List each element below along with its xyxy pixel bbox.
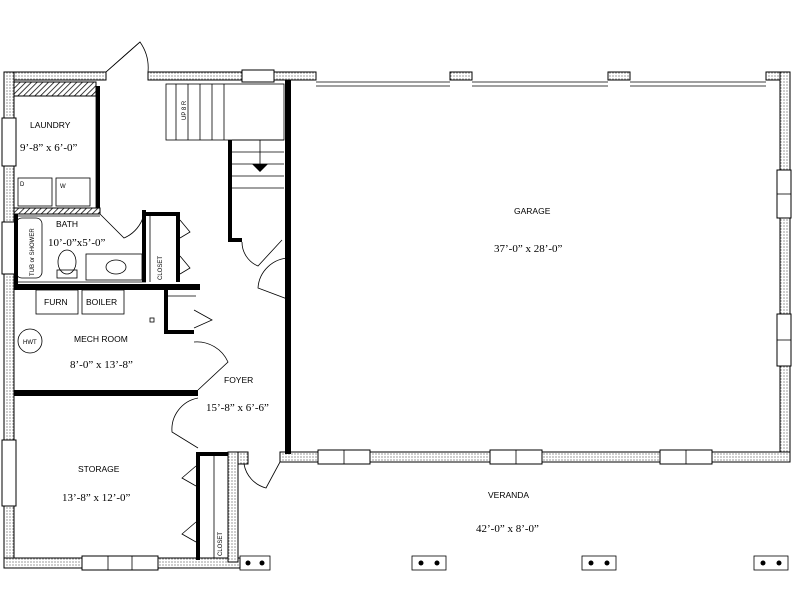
storage-dims: 13’-8” x 12’-0”: [62, 492, 131, 504]
veranda-post: [753, 555, 789, 571]
tub-label: TUB or SHOWER: [30, 228, 36, 276]
bath-room: TUB or SHOWER BATH 10’-0”x5’-0”: [14, 210, 146, 284]
storage-name: STORAGE: [78, 464, 120, 474]
mech-name: MECH ROOM: [74, 334, 128, 344]
garage-dims: 37’-0” x 28’-0”: [494, 243, 563, 255]
washer-label: W: [60, 184, 66, 190]
veranda-name: VERANDA: [488, 490, 529, 500]
foyer: FOYER 15’-8” x 6’-6”: [206, 375, 281, 489]
veranda-dims: 42’-0” x 8’-0”: [476, 523, 539, 535]
bath-name: BATH: [56, 219, 78, 229]
veranda-post: [411, 555, 447, 571]
laundry-name: LAUNDRY: [30, 120, 71, 130]
mech-dims: 8’-0” x 13’-8”: [70, 359, 133, 371]
stair-label: UP 8 R: [182, 100, 188, 120]
dryer-label: D: [20, 182, 25, 188]
closet-lower-label: CLOSET: [218, 532, 224, 556]
garage-wall: [285, 80, 291, 454]
mech-room: FURN BOILER HWT MECH ROOM 8’-0” x 13’-8”: [14, 284, 229, 396]
veranda-post: [581, 555, 617, 571]
foyer-name: FOYER: [224, 375, 253, 385]
laundry-dims: 9’-8” x 6’-0”: [20, 142, 78, 154]
garage: GARAGE 37’-0” x 28’-0”: [494, 206, 563, 255]
garage-name: GARAGE: [514, 206, 551, 216]
hwt-label: HWT: [23, 340, 37, 346]
boiler-label: BOILER: [86, 297, 117, 307]
veranda-post: [239, 555, 271, 571]
laundry-room: D W LAUNDRY 9’-8” x 6’-0”: [13, 81, 101, 215]
closet-upper: CLOSET: [146, 212, 191, 282]
bath-dims: 10’-0”x5’-0”: [48, 237, 106, 249]
veranda: VERANDA 42’-0” x 8’-0”: [239, 490, 789, 571]
closet-upper-label: CLOSET: [158, 256, 164, 280]
storage-room: CLOSET STORAGE 13’-8” x 12’-0”: [62, 397, 228, 560]
furn-label: FURN: [44, 297, 68, 307]
stairs: UP 8 R: [165, 83, 291, 301]
foyer-dims: 15’-8” x 6’-6”: [206, 402, 269, 414]
entry-door: [105, 41, 149, 73]
